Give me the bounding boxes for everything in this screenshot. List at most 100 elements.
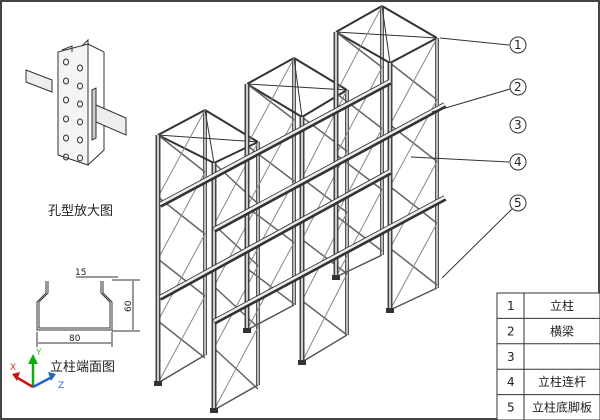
row-part-name: 立柱底脚板 [532,400,592,415]
beam [159,79,391,206]
pallet-rack-isometric [154,5,447,413]
hole-icon [63,115,69,123]
hole-icon [77,154,83,162]
top-tie [204,109,259,143]
frame-brace [246,57,295,146]
table-row: 3 [497,343,600,364]
frame-brace [246,180,295,269]
row-number: 5 [507,401,515,415]
top-tie [157,134,215,164]
top-tie [301,89,348,118]
width-dimension: 80 [69,334,81,344]
bottom-tie [389,287,438,311]
hole-icon [63,96,69,104]
frame-brace [157,109,206,198]
frame-brace [301,89,348,179]
hole-icon [63,153,69,161]
callout-3: 3 [509,116,527,134]
row-part-name: 立柱连杆 [538,374,586,389]
top-tie [213,141,259,164]
frame-brace [301,273,348,363]
top-brace [204,109,215,164]
frame-brace [335,5,383,94]
top-tie [335,31,391,64]
top-brace [381,5,391,64]
top-tie [246,83,303,118]
bottom-tie [213,384,259,411]
hole-icon [63,58,69,66]
row-number: 3 [507,350,515,364]
ucs-y-label: Y [35,348,42,358]
callout-circle [509,78,527,96]
ucs-axis-icon [12,354,56,389]
row-number: 4 [507,375,515,389]
table-row: 5 立柱底脚板 [497,394,600,415]
top-brace [157,134,259,143]
parts-table: 1 立柱 2 横梁 3 4 立柱连杆 5 立柱底脚板 [496,292,600,420]
callout-number: 1 [514,38,522,52]
row-part-name: 横梁 [550,323,574,338]
base-plate [332,275,340,280]
frame-brace [389,223,438,311]
base-plate [243,328,251,333]
hole-detail-view [25,38,127,166]
frame-brace [157,295,206,384]
callout-circle [509,194,527,212]
bottom-tie [301,334,348,363]
hole-detail-caption: 孔型放大图 [48,204,113,219]
hole-icon [63,77,69,85]
frame-brace [335,189,383,278]
callout-leaders [410,37,514,279]
hole-icon [63,134,69,142]
frame-brace [213,203,259,287]
ucs-x-label: X [10,363,16,373]
row-number: 2 [507,324,515,338]
top-tie [335,5,383,33]
flange-dimension: 15 [75,268,86,278]
callout-circle [509,116,527,134]
base-plate [386,308,394,313]
callout-4: 4 [509,153,527,171]
upright-section-view [36,276,140,347]
top-brace [246,83,348,91]
frame-brace [301,151,348,240]
beam [159,169,391,299]
top-tie [246,57,295,85]
hole-icon [77,82,83,90]
base-plate [154,381,162,386]
callout-number: 4 [514,155,522,169]
base-plate [298,360,306,365]
hole-icon [77,118,83,126]
bottom-tie [157,354,206,384]
row-number: 1 [507,299,515,313]
section-caption: 立柱端面图 [50,360,115,375]
frame-brace [246,242,295,331]
frame-brace [335,67,383,155]
frame-brace [389,37,438,125]
top-brace [293,57,303,118]
table-row: 1 立柱 [507,298,574,313]
callout-circle [509,36,527,54]
beam [213,195,446,323]
row-part-name: 立柱 [550,298,574,313]
frame-brace [389,161,438,249]
frame-brace [157,233,206,322]
callout-1: 1 [509,36,527,54]
callout-5: 5 [509,194,527,212]
hole-icon [77,64,83,72]
frame-brace [301,212,348,301]
frame-brace [213,327,259,411]
top-tie [389,37,438,64]
callout-number: 3 [514,118,522,132]
frame-brace [246,119,295,208]
table-row: 4 立柱连杆 [497,368,600,389]
top-tie [293,57,348,91]
table-row: 2 横梁 [497,317,600,338]
callout-circle [509,153,527,171]
hole-icon [77,100,83,108]
ucs-z-label: Z [58,381,64,391]
callout-number: 2 [514,80,522,94]
base-plate [210,408,218,413]
